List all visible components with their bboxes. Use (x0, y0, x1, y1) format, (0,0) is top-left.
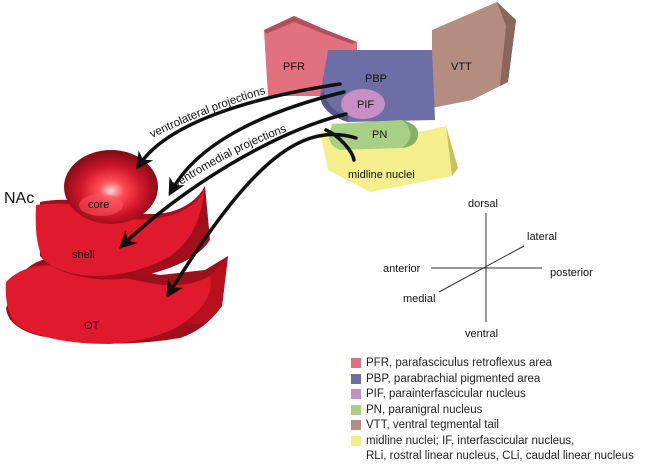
legend-label-line2: RLi, rostral linear nucleus, CLi, caudal… (366, 450, 634, 462)
legend: PFR, parafasciculus retroflexus area PBP… (351, 356, 647, 465)
label-pn: PN (372, 129, 387, 141)
legend-item-midline: midline nuclei; IF, interfascicular nucl… (351, 434, 647, 465)
arrow-pbp-to-core (136, 82, 342, 170)
label-vtt: VTT (451, 61, 472, 73)
vtt-edge (497, 2, 516, 86)
legend-label: VTT, ventral tegmental tail (366, 419, 499, 431)
vtt-region (432, 2, 516, 108)
arrow-pif-to-shell (118, 112, 348, 249)
legend-item-pbp: PBP, parabrachial pigmented area (351, 372, 647, 388)
orientation-compass (431, 213, 542, 322)
core-region (64, 150, 158, 224)
label-ventral: ventral (465, 328, 498, 340)
label-ot: OT (84, 320, 100, 332)
label-core: core (88, 199, 109, 211)
legend-swatch-vtt (351, 420, 361, 430)
projection-arrows (118, 82, 358, 298)
legend-swatch-pbp (351, 373, 361, 384)
arrow-pbp-to-shell (168, 90, 346, 197)
legend-label: PN, paranigral nucleus (366, 403, 483, 416)
legend-swatch-midline (351, 435, 361, 446)
label-ventrolateral: ventrolateral projections (148, 85, 267, 141)
pif-region (341, 89, 385, 119)
label-pbp: PBP (365, 73, 387, 85)
legend-swatch-pfr (351, 358, 361, 368)
legend-label: PFR, parafasciculus retroflexus area (366, 357, 552, 369)
legend-item-pif: PIF, parainterfascicular nucleus (351, 387, 647, 403)
legend-swatch-pif (351, 389, 361, 399)
legend-item-vtt: VTT, ventral tegmental tail (351, 418, 647, 434)
label-pif: PIF (357, 99, 374, 111)
legend-label: midline nuclei; IF, interfascicular nucl… (366, 434, 634, 465)
label-midline: midline nuclei (348, 169, 415, 181)
compass-lm-axis (438, 245, 525, 293)
ot-region (5, 256, 228, 344)
label-shell: shell (72, 249, 95, 261)
legend-item-pn: PN, paranigral nucleus (351, 403, 647, 419)
pn-connector (324, 128, 356, 162)
pn-region (329, 120, 418, 150)
legend-item-pfr: PFR, parafasciculus retroflexus area (351, 356, 647, 372)
label-pfr: PFR (283, 61, 305, 73)
label-medial: medial (403, 293, 435, 305)
label-posterior: posterior (550, 267, 593, 279)
legend-swatch-pn (351, 404, 361, 415)
label-anterior: anterior (383, 263, 421, 275)
legend-label: PIF, parainterfascicular nucleus (366, 388, 526, 400)
legend-label: PBP, parabrachial pigmented area (366, 372, 541, 385)
pfr-top-edge (264, 16, 357, 44)
label-dorsal: dorsal (468, 198, 498, 210)
legend-label-line1: midline nuclei; IF, interfascicular nucl… (366, 434, 575, 447)
midline-edge (446, 126, 458, 176)
label-lateral: lateral (527, 231, 557, 243)
label-nac: NAc (4, 190, 34, 207)
